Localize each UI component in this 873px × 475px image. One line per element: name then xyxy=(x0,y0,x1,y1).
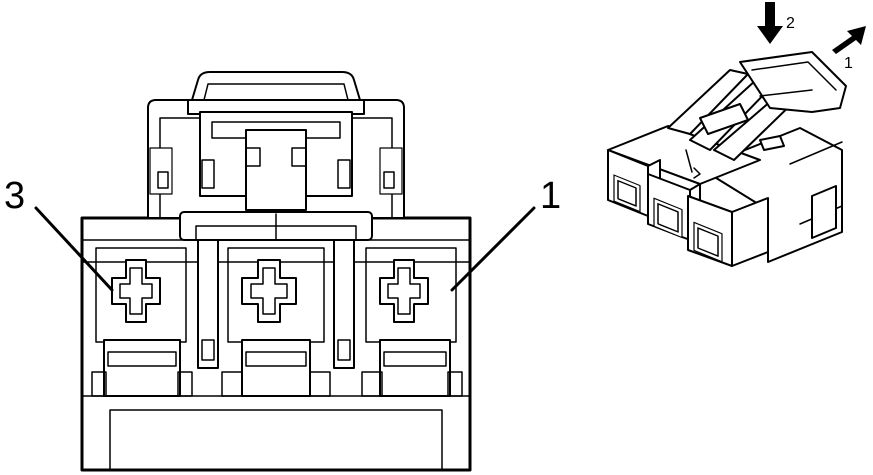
arrow-diagonal-icon xyxy=(832,26,866,54)
pin-1-leader xyxy=(450,206,536,292)
iso-top-surface xyxy=(607,125,761,185)
separator-post-right xyxy=(333,239,355,369)
pin-3-label: 3 xyxy=(4,175,25,217)
iso-latch xyxy=(667,51,847,179)
arrow-down-icon xyxy=(757,2,783,44)
pin-1-label: 1 xyxy=(540,175,561,217)
arrow-1-label: 1 xyxy=(844,55,853,72)
iso-release-tab xyxy=(739,51,847,113)
connector-face-view xyxy=(34,71,536,472)
separator-post-left xyxy=(197,239,219,369)
connector-isometric-view xyxy=(607,2,866,267)
pin-3-leader xyxy=(34,206,114,292)
terminal-cavity-2 xyxy=(227,247,325,343)
latch-key xyxy=(245,129,307,211)
arrow-2-label: 2 xyxy=(786,15,795,32)
iso-cavity-block-3 xyxy=(607,149,661,217)
latch-top xyxy=(191,71,361,101)
iso-cavity-block-1 xyxy=(687,195,769,267)
